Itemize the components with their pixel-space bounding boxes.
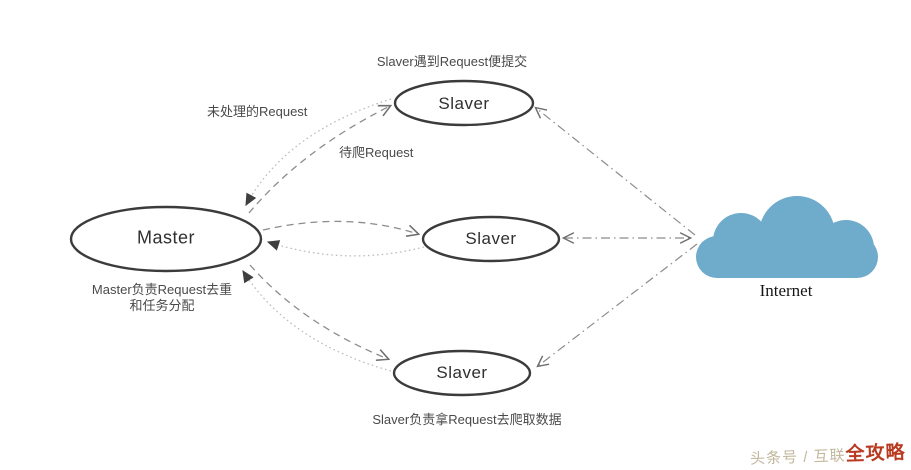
- cloud-hump-center: [759, 196, 835, 272]
- annotation-master-note: Master负责Request去重 和任务分配: [57, 282, 267, 314]
- annotation-pending-request: 待爬Request: [339, 145, 414, 160]
- nodes: [69, 79, 561, 397]
- master-node-label: Master: [136, 227, 196, 248]
- edge-master-to-slaver-top: [248, 106, 390, 214]
- edge-internet-to-slaver-top: [536, 108, 696, 236]
- annotation-slaver-bottom-note: Slaver负责拿Request去爬取数据: [372, 412, 562, 427]
- slaver-bottom-node-label: Slaver: [436, 363, 488, 382]
- watermark-prefix: 头条号 / 互联: [750, 447, 847, 468]
- edge-slaver-bottom-to-master: [242, 269, 392, 372]
- edge-master-to-slaver-middle: [262, 220, 418, 234]
- edge-internet-to-slaver-bottom: [538, 243, 698, 366]
- watermark: 头条号 / 互联全攻略: [750, 437, 906, 469]
- cloud-hump-left: [713, 213, 769, 269]
- slaver-middle-node-ellipse: [421, 215, 561, 263]
- internet-node-label: Internet: [759, 281, 813, 300]
- slaver-top-node-label: Slaver: [438, 94, 490, 113]
- master-node-ellipse: [69, 205, 263, 273]
- annotation-slaver-top-note: Slaver遇到Request便提交: [376, 54, 528, 69]
- edge-master-to-slaver-bottom: [249, 264, 388, 359]
- internet-cloud-icon: [696, 196, 878, 278]
- edges: [242, 98, 698, 372]
- edge-slaver-middle-to-master: [266, 240, 425, 257]
- slaver-top-node-ellipse: [393, 79, 535, 127]
- annotation-master-note-line2: 和任务分配: [129, 298, 195, 313]
- slaver-bottom-node-ellipse: [392, 349, 532, 397]
- slaver-middle-node-label: Slaver: [465, 229, 517, 248]
- cloud-hump-right: [818, 220, 874, 276]
- annotation-unprocessed-request: 未处理的Request: [207, 104, 308, 119]
- annotation-master-note-line1: Master负责Request去重: [91, 282, 233, 297]
- watermark-highlight: 全攻略: [845, 442, 907, 466]
